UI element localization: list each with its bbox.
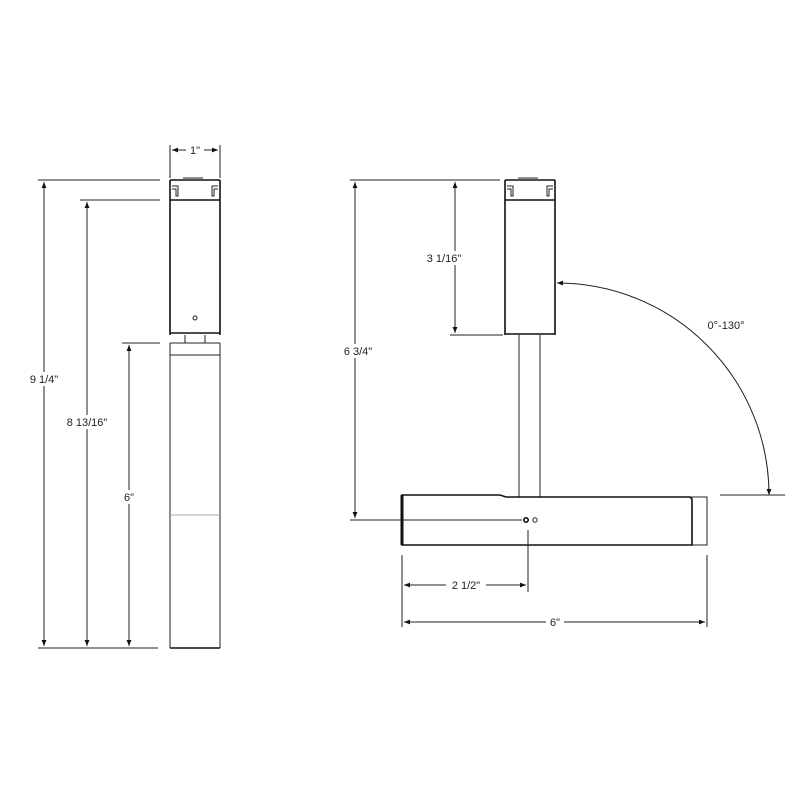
side-view-fixture (169, 177, 221, 649)
head-height-label: 3 1/16" (427, 253, 462, 265)
pivot-offset-label: 2 1/2" (452, 580, 480, 592)
body-height-label: 8 13/16" (67, 417, 108, 429)
front-view-dimensions: 6 3/4" 3 1/16" 0°-130° 2 1/2" 6" (334, 179, 785, 629)
length-label: 6" (550, 617, 560, 629)
overall-height-label: 9 1/4" (30, 374, 58, 386)
width-dimension-label: 1" (190, 145, 200, 157)
side-view-dimensions: 1" 9 1/4" 8 13/16" 6" (24, 143, 221, 649)
overall-height-label: 6 3/4" (344, 346, 372, 358)
rotation-range-label: 0°-130° (708, 320, 745, 332)
front-view-fixture (400, 177, 708, 546)
lower-tube-height-label: 6" (124, 492, 134, 504)
